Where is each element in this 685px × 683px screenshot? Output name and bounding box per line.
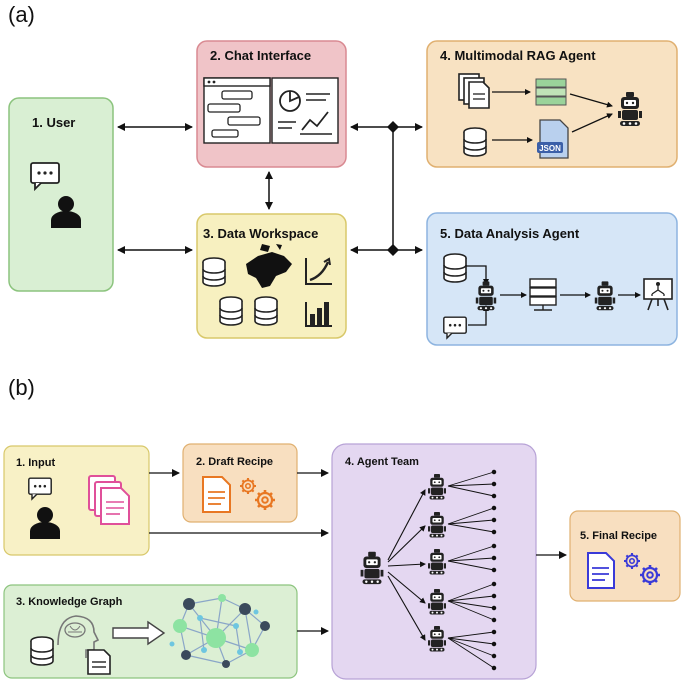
- agent-fanout: [447, 469, 497, 671]
- chat-interface-box: 2. Chat Interface: [196, 40, 347, 168]
- hollow-arrow-icon: [112, 620, 166, 646]
- panel-a-label: (a): [8, 2, 35, 27]
- input-box: 1. Input: [3, 445, 150, 556]
- final-recipe-title: 5. Final Recipe: [580, 530, 657, 542]
- json-badge-label: JSON: [539, 144, 561, 153]
- panel-b-label: (b): [8, 375, 35, 400]
- database-icon: [254, 296, 278, 326]
- map-icon: [246, 244, 292, 288]
- dashboard-icon: [271, 77, 339, 144]
- draft-recipe-title: 2. Draft Recipe: [196, 456, 273, 468]
- knowledge-graph-box: 3. Knowledge Graph: [3, 584, 298, 679]
- document-icon: [587, 552, 615, 589]
- json-file-icon: JSON: [537, 119, 569, 159]
- database-icon: [443, 253, 467, 283]
- input-box-title: 1. Input: [16, 457, 55, 469]
- network-graph-icon: [169, 594, 270, 668]
- rag-agent-title: 4. Multimodal RAG Agent: [440, 48, 596, 63]
- agent-team-box: 4. Agent Team: [331, 443, 537, 680]
- data-analysis-agent-title: 5. Data Analysis Agent: [440, 226, 580, 241]
- bar-chart-icon: [305, 302, 332, 327]
- panel-b-connectors: [149, 469, 567, 635]
- user-box: 1. User: [8, 97, 114, 292]
- documents-icon: [458, 73, 490, 109]
- database-icon: [30, 636, 54, 666]
- data-workspace-box: 3. Data Workspace: [196, 213, 347, 339]
- data-analysis-agent-box: 5. Data Analysis Agent: [426, 212, 678, 346]
- agent-team-title: 4. Agent Team: [345, 456, 419, 468]
- database-icon: [219, 296, 243, 326]
- trend-chart-icon: [305, 257, 332, 285]
- server-icon: [529, 278, 557, 311]
- chat-window-icon: [203, 77, 271, 144]
- presentation-icon: [643, 278, 673, 311]
- document-icon: [87, 649, 111, 675]
- documents-icon: [88, 475, 130, 525]
- panel-a-connectors: [117, 121, 423, 256]
- table-icon: [535, 78, 567, 106]
- rag-agent-box: 4. Multimodal RAG Agent JSON: [426, 40, 678, 168]
- document-icon: [202, 476, 231, 513]
- chat-interface-title: 2. Chat Interface: [210, 48, 311, 63]
- data-workspace-title: 3. Data Workspace: [203, 226, 318, 241]
- brain-head-icon: [57, 615, 100, 658]
- agent-links: [387, 489, 426, 641]
- database-icon: [202, 257, 226, 287]
- database-icon: [463, 127, 487, 157]
- user-box-title: 1. User: [32, 115, 75, 130]
- final-recipe-box: 5. Final Recipe: [569, 510, 681, 602]
- knowledge-graph-title: 3. Knowledge Graph: [16, 596, 123, 608]
- draft-recipe-box: 2. Draft Recipe: [182, 443, 298, 523]
